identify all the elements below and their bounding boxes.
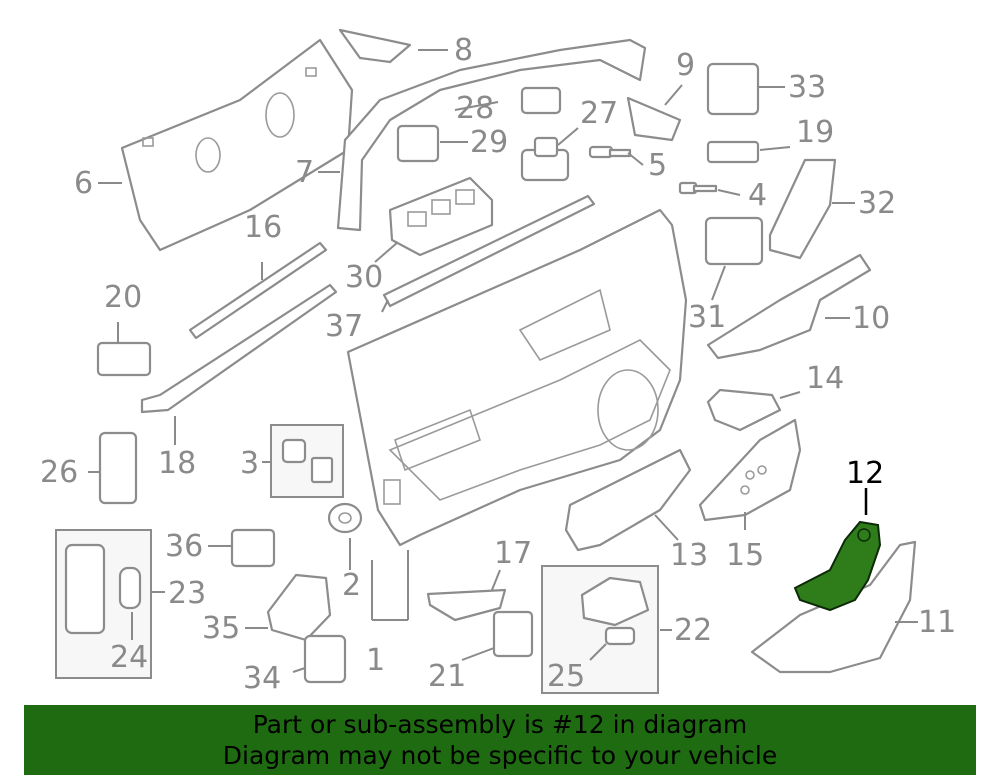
callout-29: 29 <box>470 125 508 160</box>
part-25-bulb <box>604 626 636 646</box>
part-28-switch-bezel <box>520 86 562 115</box>
callout-9: 9 <box>676 48 695 83</box>
part-12-highlighted[interactable] <box>793 520 882 612</box>
callout-22: 22 <box>674 613 712 648</box>
callout-13: 13 <box>670 538 708 573</box>
banner-line-1: Part or sub-assembly is #12 in diagram <box>252 710 748 739</box>
callout-8: 8 <box>454 33 473 68</box>
part-22-assembly-box <box>541 565 659 694</box>
parts-diagram: 1 2 3 4 5 6 7 8 9 10 11 12 13 14 15 16 1… <box>40 28 956 696</box>
callout-labels: 1 2 3 4 5 6 7 8 9 10 11 12 13 14 15 16 1… <box>40 33 956 696</box>
part-9-trim-cap <box>626 96 682 142</box>
callout-2: 2 <box>342 568 361 603</box>
part-21-lamp-housing <box>492 610 534 658</box>
part-4-screw <box>678 181 718 195</box>
part-34-switch <box>303 634 347 684</box>
part-37-window-seal <box>382 194 596 308</box>
callout-14: 14 <box>806 361 844 396</box>
part-17-reflector <box>426 588 507 622</box>
part-1-door-trim-panel <box>346 208 688 547</box>
callout-24: 24 <box>110 640 148 675</box>
part-36-switch <box>230 528 276 568</box>
part-29-switch <box>396 124 440 163</box>
part-23-assembly-box <box>55 529 152 679</box>
callout-37: 37 <box>325 309 363 344</box>
callout-26: 26 <box>40 455 78 490</box>
part-27-knob <box>520 136 570 182</box>
part-10-trim-bezel <box>706 253 872 360</box>
part-15-speaker-cover <box>698 418 802 522</box>
part-2-clip <box>327 502 363 534</box>
callout-34: 34 <box>243 661 281 696</box>
callout-27: 27 <box>580 96 618 131</box>
callout-7: 7 <box>295 155 314 190</box>
part-33-switch <box>706 62 760 116</box>
callout-4: 4 <box>748 178 767 213</box>
part-26-handle-insert <box>98 431 138 505</box>
part-18-trim-strip <box>140 283 338 414</box>
callout-3: 3 <box>240 446 259 481</box>
part-20-latch <box>96 341 152 377</box>
callout-33: 33 <box>788 70 826 105</box>
part-14-bezel <box>706 388 782 432</box>
callout-21: 21 <box>428 659 466 694</box>
callout-11: 11 <box>918 605 956 640</box>
callout-31: 31 <box>688 300 726 335</box>
part-19-connector <box>706 140 760 164</box>
callout-12: 12 <box>846 456 884 491</box>
part-30-window-switch-panel <box>388 176 494 257</box>
part-8-mirror-trim <box>338 28 412 64</box>
callout-20: 20 <box>104 280 142 315</box>
callout-18: 18 <box>158 446 196 481</box>
part-7-window-frame-trim <box>336 38 647 232</box>
callout-23: 23 <box>168 576 206 611</box>
info-banner: Part or sub-assembly is #12 in diagram D… <box>24 705 976 775</box>
callout-10: 10 <box>852 301 890 336</box>
callout-16: 16 <box>244 210 282 245</box>
leader-lines <box>88 49 918 673</box>
callout-15: 15 <box>726 538 764 573</box>
callout-25: 25 <box>547 659 585 694</box>
part-3-assembly-box <box>270 424 344 498</box>
callout-5: 5 <box>648 148 667 183</box>
part-32-switch-panel <box>768 158 837 260</box>
part-13-speaker-grille <box>564 448 692 552</box>
part-16-trim-strip <box>188 241 328 340</box>
callout-1: 1 <box>366 643 385 678</box>
callout-19: 19 <box>796 115 834 150</box>
part-31-switch <box>704 216 764 266</box>
callout-32: 32 <box>858 186 896 221</box>
part-6-door-inner-panel <box>120 38 354 252</box>
part-24-bulb <box>118 566 142 610</box>
callout-28: 28 <box>456 91 494 126</box>
callout-36: 36 <box>165 529 203 564</box>
part-5-clip <box>588 145 632 159</box>
callout-30: 30 <box>345 260 383 295</box>
part-35-handle-housing <box>266 573 332 642</box>
callout-17: 17 <box>494 536 532 571</box>
banner-line-2: Diagram may not be specific to your vehi… <box>222 741 778 770</box>
callout-6: 6 <box>74 166 93 201</box>
callout-35: 35 <box>202 611 240 646</box>
